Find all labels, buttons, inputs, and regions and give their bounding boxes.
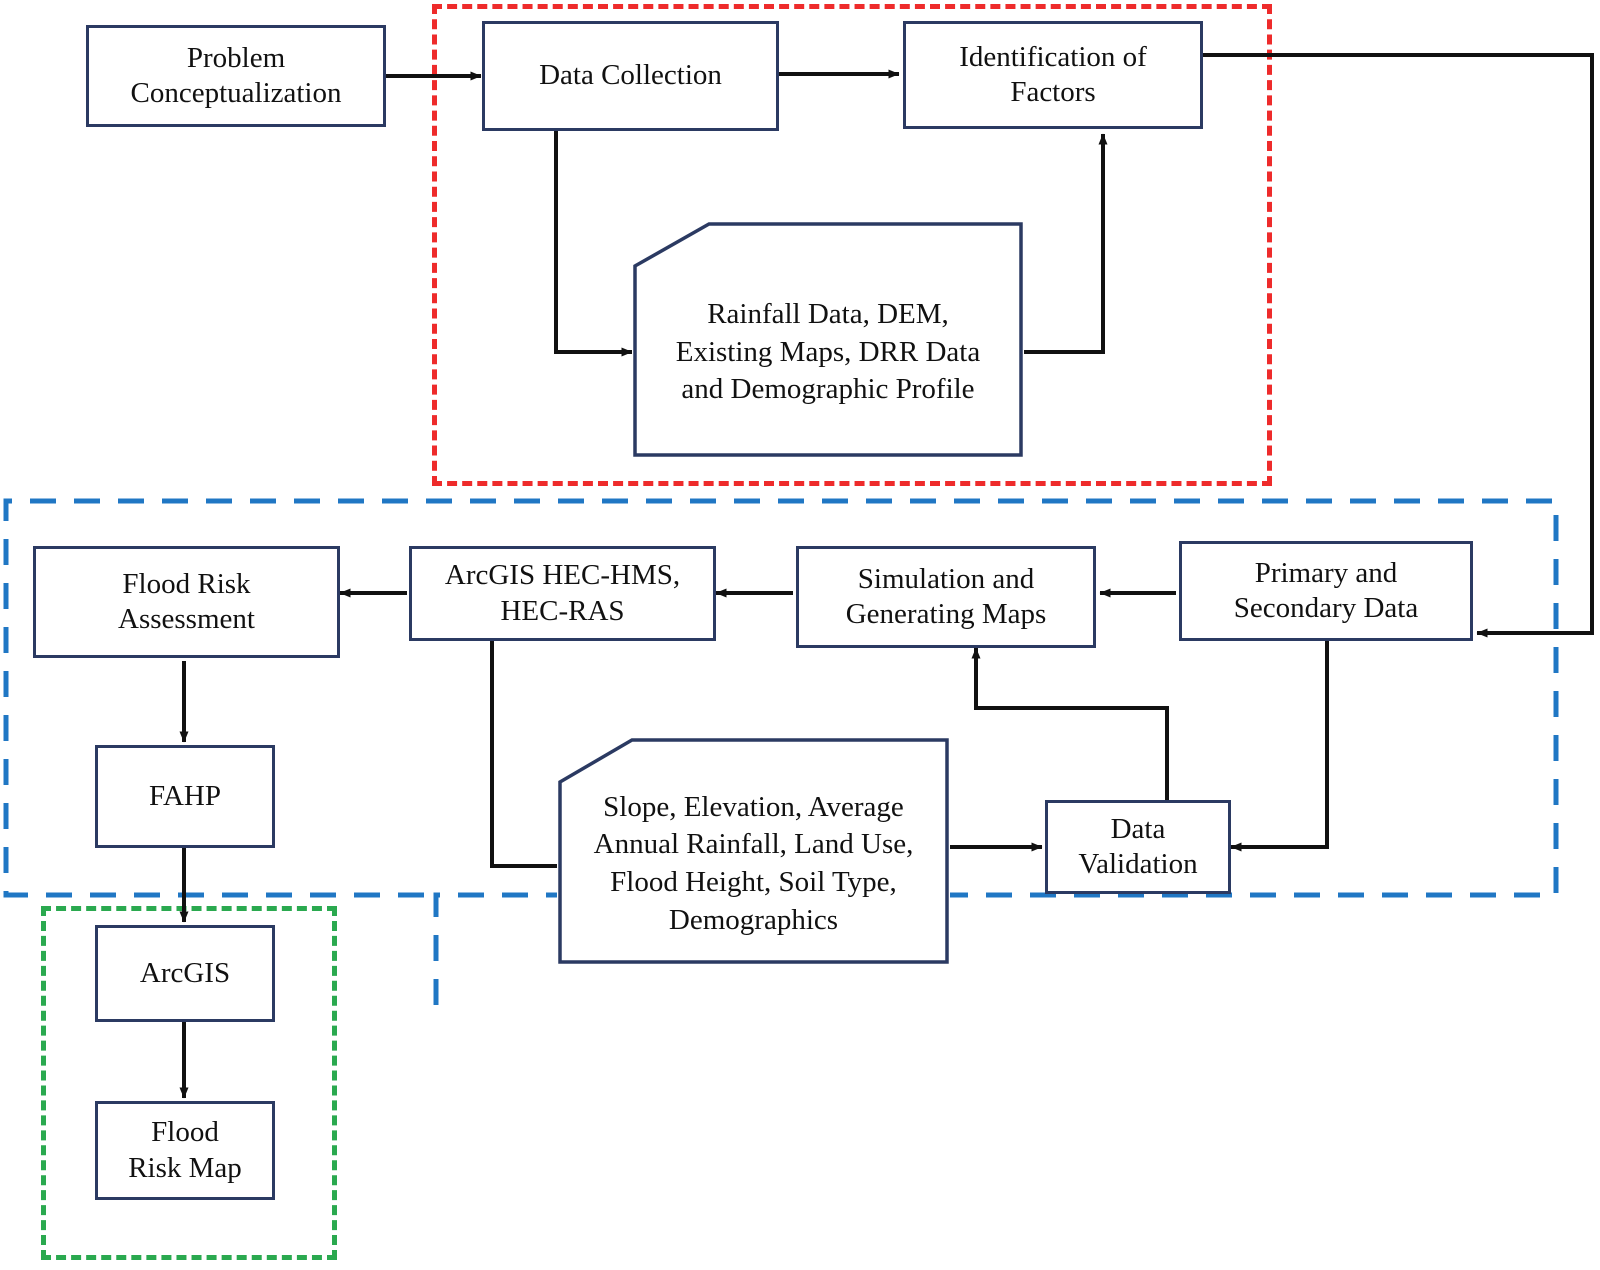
node-label: Problem Conceptualization: [130, 41, 342, 109]
node-rainfall-data-document[interactable]: Rainfall Data, DEM, Existing Maps, DRR D…: [632, 221, 1024, 458]
node-primary-secondary-data[interactable]: Primary and Secondary Data: [1179, 541, 1473, 641]
node-label: ArcGIS: [139, 956, 231, 989]
node-label: Slope, Elevation, Average Annual Rainfal…: [593, 790, 914, 936]
node-flood-risk-assessment[interactable]: Flood Risk Assessment: [33, 546, 340, 658]
document-shape: [633, 222, 1023, 457]
node-flood-risk-map[interactable]: Flood Risk Map: [95, 1101, 275, 1200]
node-label: ArcGIS HEC-HMS, HEC-RAS: [444, 559, 681, 627]
node-simulation-generating-maps[interactable]: Simulation and Generating Maps: [796, 546, 1096, 648]
node-identification-of-factors[interactable]: Identification of Factors: [903, 21, 1203, 129]
node-arcgis-hec[interactable]: ArcGIS HEC-HMS, HEC-RAS: [409, 546, 716, 641]
node-label: Flood Risk Assessment: [118, 567, 255, 635]
node-label: Identification of Factors: [959, 40, 1147, 108]
node-label: Flood Risk Map: [128, 1116, 242, 1184]
node-label: FAHP: [149, 779, 221, 812]
node-data-validation[interactable]: Data Validation: [1045, 800, 1231, 894]
node-problem-conceptualization[interactable]: Problem Conceptualization: [86, 25, 386, 127]
node-label: Primary and Secondary Data: [1233, 556, 1419, 624]
node-label: Data Collection: [539, 59, 722, 92]
node-label: Rainfall Data, DEM, Existing Maps, DRR D…: [675, 297, 981, 406]
node-arcgis[interactable]: ArcGIS: [95, 925, 275, 1022]
document-shape: [558, 738, 949, 964]
node-data-collection[interactable]: Data Collection: [482, 21, 779, 131]
node-label: Data Validation: [1078, 812, 1198, 880]
node-fahp[interactable]: FAHP: [95, 745, 275, 848]
node-slope-elevation-document[interactable]: Slope, Elevation, Average Annual Rainfal…: [557, 737, 950, 965]
node-label: Simulation and Generating Maps: [845, 562, 1047, 630]
